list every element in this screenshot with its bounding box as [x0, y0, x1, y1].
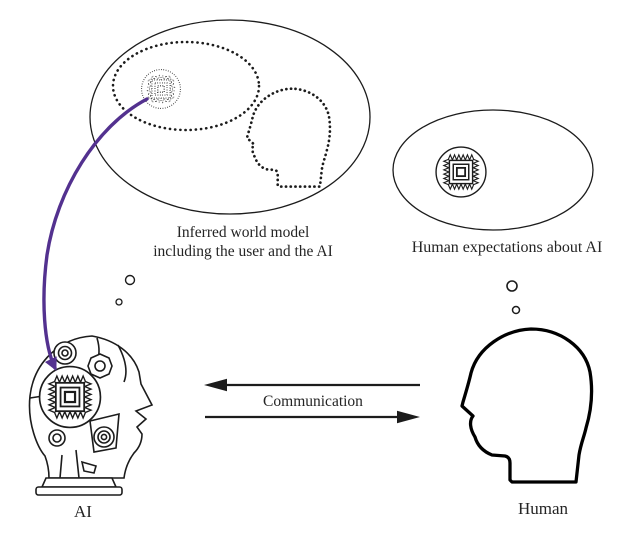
arrow-right-head	[397, 410, 420, 424]
human-head-icon	[460, 327, 594, 484]
robot-base-plate	[35, 486, 123, 496]
robot-cheek-plate	[89, 412, 120, 453]
robot-base-pedestal	[40, 477, 118, 488]
robot-gear-icon	[53, 341, 77, 365]
robot-eye-icon	[93, 426, 115, 448]
robot-gear-nut-icon	[94, 360, 106, 372]
robot-neck-joint	[48, 429, 66, 447]
dotted-chip-icon	[142, 70, 181, 109]
communication-label: Communication	[263, 393, 363, 410]
thought-trail-circle-small	[511, 305, 521, 315]
robot-brain-chip-icon	[40, 367, 101, 428]
robot-neck-strut	[80, 460, 97, 474]
arrow-left-head	[204, 378, 227, 392]
ai-agent-label: AI	[74, 502, 92, 521]
ai-bubble-caption-line2: including the user and the AI	[153, 243, 333, 260]
robot-plate-seam	[117, 344, 127, 383]
communication-arrows	[204, 378, 420, 424]
thought-trail-circle-small	[115, 298, 123, 306]
thought-trail-circle-large	[124, 274, 136, 286]
dotted-world-model-ellipse	[111, 40, 261, 132]
robot-head-icon	[28, 335, 154, 496]
human-head-outline	[460, 327, 594, 484]
model-mapping-arrow	[42, 97, 149, 371]
ai-thought-bubble	[89, 19, 371, 306]
robot-gear-nut-icon	[87, 353, 113, 379]
robot-neck-joint	[52, 433, 62, 443]
robot-eye-icon	[97, 430, 111, 444]
ai-bubble-caption-line1: Inferred world model	[176, 224, 310, 241]
dotted-user-head-icon	[245, 87, 332, 188]
human-agent-label: Human	[517, 499, 569, 518]
robot-gear-icon	[57, 345, 73, 361]
thought-bubble-ellipse	[392, 109, 594, 231]
thought-trail-circle-large	[506, 280, 518, 292]
chip-icon	[436, 147, 486, 197]
robot-neck-strut	[75, 449, 80, 479]
human-bubble-caption: Human expectations about AI	[411, 239, 603, 256]
robot-gear-icon	[61, 349, 69, 357]
robot-neck-strut	[59, 454, 63, 479]
thought-bubble-ellipse	[89, 19, 371, 215]
human-thought-bubble	[392, 109, 594, 315]
ai-bubble-caption: Inferred world model including the user …	[153, 223, 333, 261]
robot-eye-icon	[100, 433, 108, 441]
